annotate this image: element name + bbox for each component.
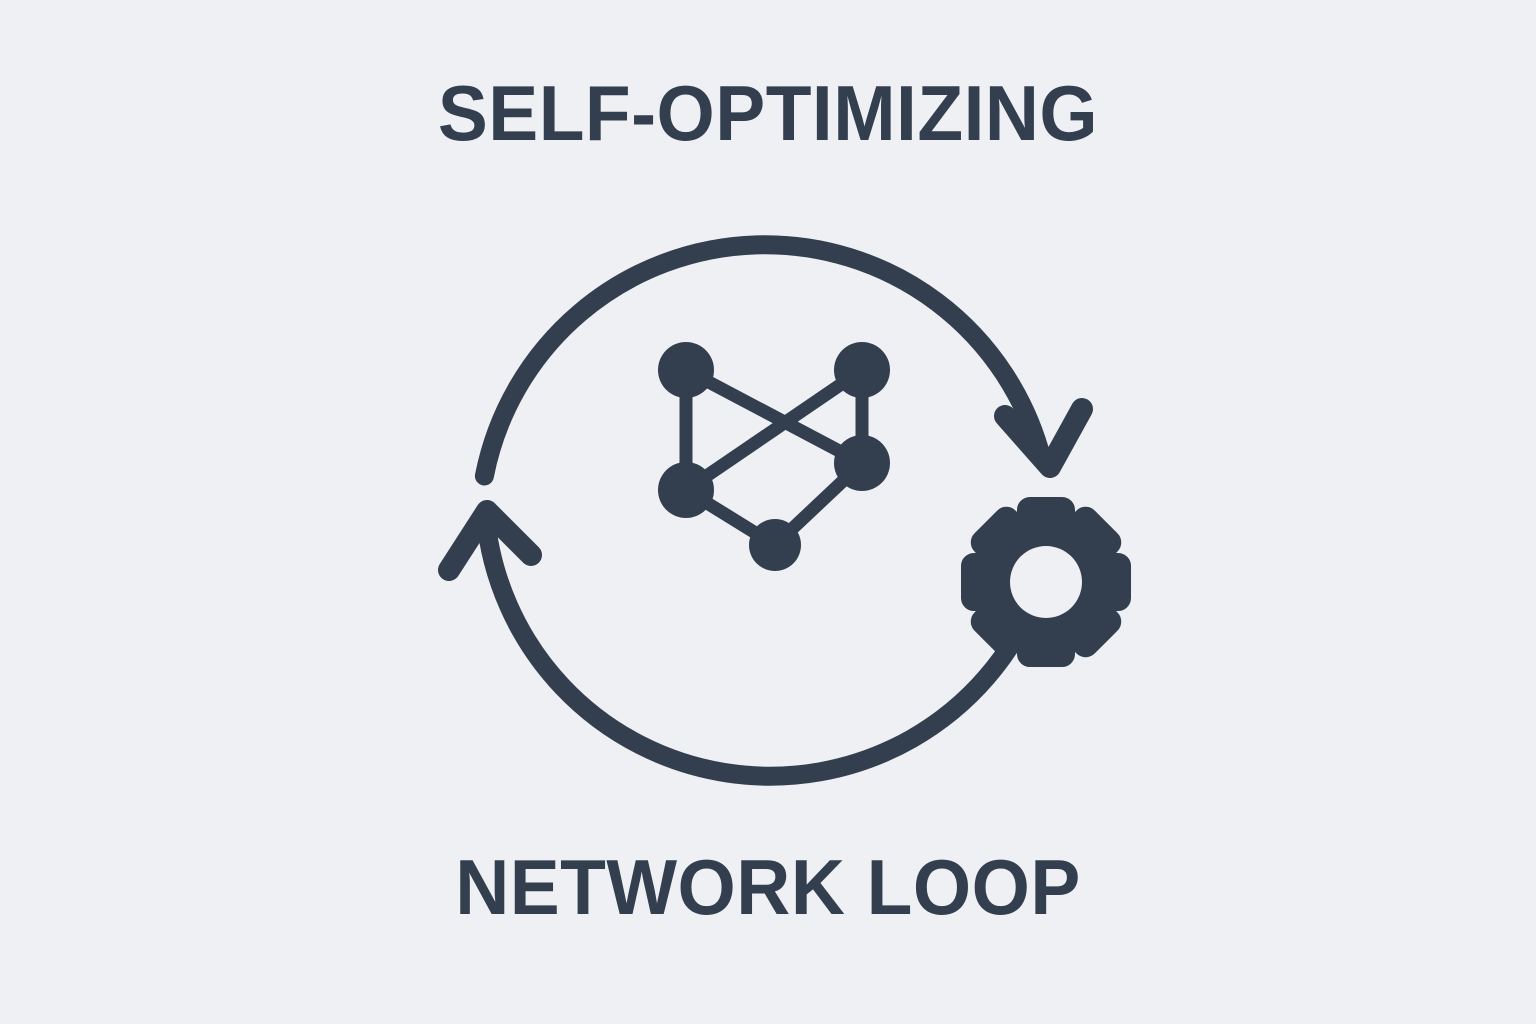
loop-arrowheads: [438, 398, 1093, 581]
page-title-bottom: NETWORK LOOP: [455, 843, 1081, 931]
node-bottom-center: [749, 519, 801, 571]
node-top-right: [834, 342, 890, 398]
network-nodes: [658, 342, 890, 571]
arrow-down-right-icon: [994, 398, 1093, 478]
gear-hole: [1010, 546, 1082, 618]
arrow-up-right-icon: [438, 500, 542, 581]
node-mid-left: [658, 462, 714, 518]
loop-top-arc: [474, 235, 1052, 486]
circular-loop: [474, 235, 1052, 786]
node-mid-right: [834, 435, 890, 491]
edge-topright-midleft: [679, 363, 869, 497]
node-top-left: [658, 342, 714, 398]
edge-topleft-midright: [679, 363, 869, 470]
loop-bottom-arc: [475, 506, 1045, 786]
network-graph: [658, 342, 890, 571]
gear-icon: [961, 497, 1131, 667]
page-title-top: SELF-OPTIMIZING: [437, 69, 1099, 157]
